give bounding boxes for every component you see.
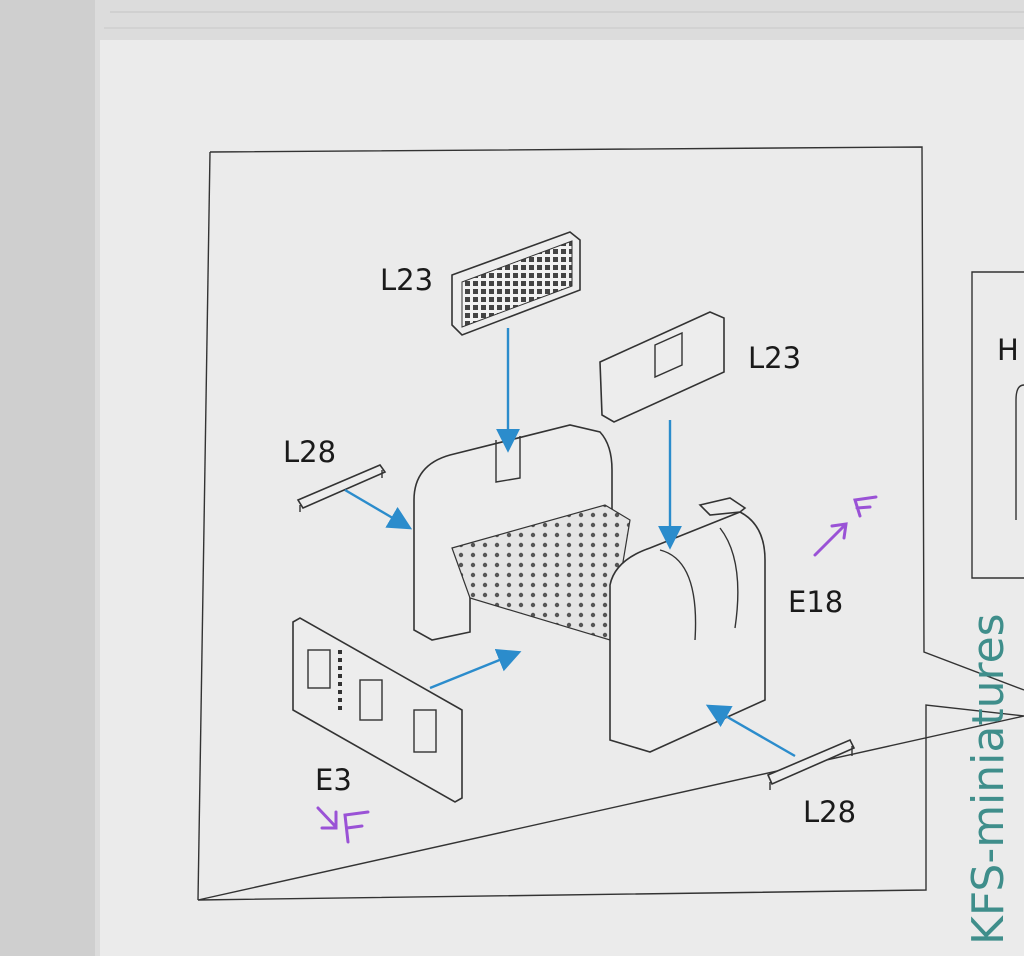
step-frame <box>197 146 1024 901</box>
part-l28-right: L28 <box>766 738 856 829</box>
part-e3-panel: E3 <box>292 617 463 803</box>
watermark: KFS-miniatures <box>963 613 1014 945</box>
part-e18-seat: E18 <box>413 424 843 753</box>
label-l28-right: L28 <box>803 795 856 829</box>
assembly-arrows <box>344 328 796 758</box>
label-e3: E3 <box>315 763 352 797</box>
label-l23-panel: L23 <box>748 341 801 375</box>
part-l23-grille: L23 <box>380 231 581 336</box>
part-l28-left: L28 <box>283 435 387 512</box>
label-l28-left: L28 <box>283 435 336 469</box>
side-panel-label: H <box>997 333 1019 367</box>
side-panel: H <box>971 271 1024 579</box>
label-l23-grille: L23 <box>380 263 433 297</box>
part-l23-panel: L23 <box>599 311 801 423</box>
handwritten-mark-top <box>813 495 878 557</box>
label-e18: E18 <box>788 585 843 619</box>
handwritten-mark-bottom <box>316 806 370 844</box>
